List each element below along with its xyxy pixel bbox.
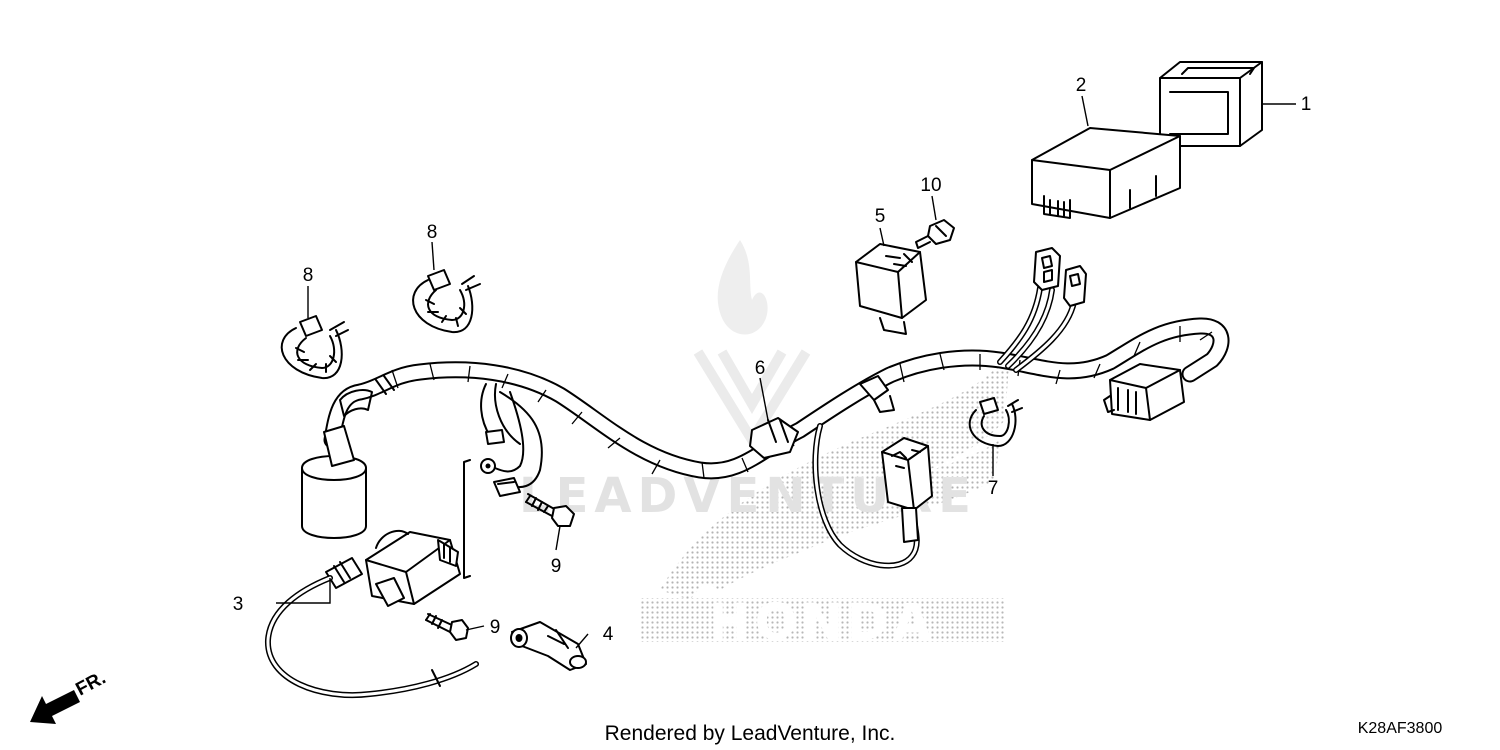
callout-3: 3 (233, 594, 244, 615)
callout-8-left: 8 (303, 265, 314, 286)
watermark-flame-icon (717, 240, 768, 335)
part-9-bolt-upper[interactable] (525, 493, 575, 527)
part-10-bolt[interactable] (915, 219, 955, 249)
honda-text-knockout: HONDA (709, 593, 935, 651)
part-2-cdi-unit[interactable] (1031, 127, 1181, 219)
front-direction-arrow: FR. (30, 668, 109, 724)
honda-wing-dots (660, 350, 1010, 600)
callout-8-right: 8 (427, 222, 438, 243)
part-5-regulator[interactable] (855, 243, 927, 335)
callout-labels: 1 2 3 4 5 6 7 8 8 9 9 10 (233, 75, 1312, 645)
part-3-ignition-coil[interactable] (264, 459, 479, 698)
callout-2: 2 (1076, 75, 1087, 96)
leader-lines (276, 95, 1296, 649)
arrow-left-icon (30, 690, 80, 724)
diagram-code: K28AF3800 (1358, 720, 1443, 737)
callout-9-lower: 9 (490, 617, 501, 638)
part-4-plug-cap[interactable] (510, 621, 587, 671)
callout-5: 5 (875, 206, 886, 227)
callout-4: 4 (603, 624, 614, 645)
callout-9-upper: 9 (551, 556, 562, 577)
part-8-clamp-left[interactable] (280, 315, 349, 380)
callout-7: 7 (988, 478, 999, 499)
part-6-wire-harness[interactable] (301, 247, 1230, 569)
callout-10: 10 (920, 175, 941, 196)
callout-1: 1 (1301, 94, 1312, 115)
callout-6: 6 (755, 358, 766, 379)
honda-dotted-wordmark: HONDA (640, 593, 1005, 651)
harness-tape-wraps (391, 326, 1213, 479)
part-9-bolt-lower[interactable] (425, 613, 469, 641)
part-8-clamp-right[interactable] (412, 269, 481, 334)
part-1-cover[interactable] (1159, 61, 1263, 147)
part-7-clamp[interactable] (968, 397, 1023, 447)
render-credit: Rendered by LeadVenture, Inc. (605, 722, 896, 745)
front-direction-label: FR. (72, 668, 109, 701)
